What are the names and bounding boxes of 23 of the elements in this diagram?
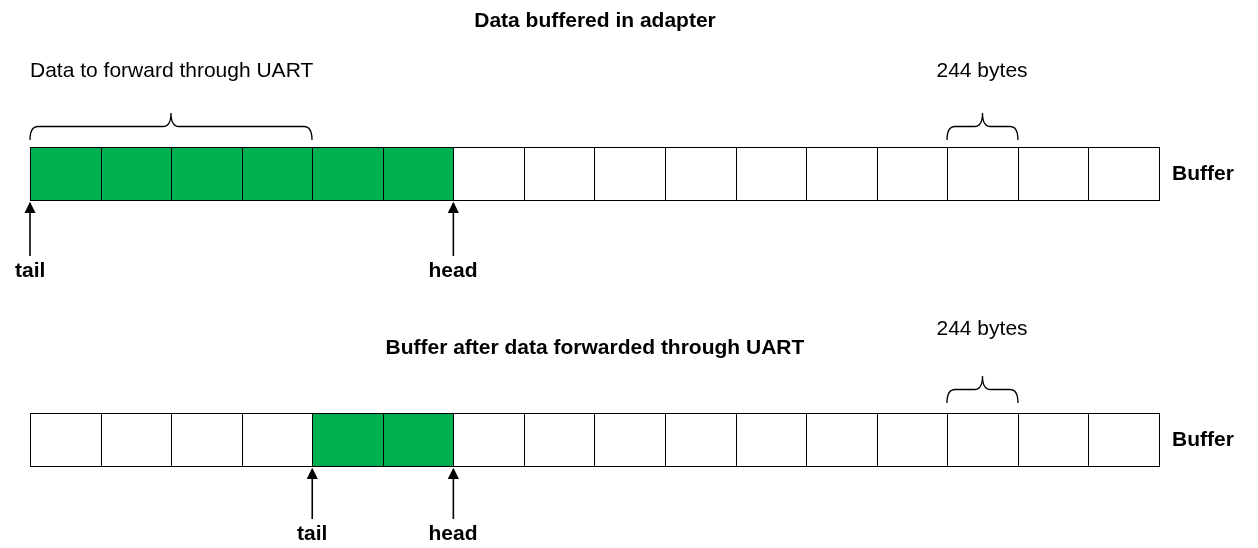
section-heading: Buffer after data forwarded through UART xyxy=(385,335,805,359)
filled-buffer-cell xyxy=(30,147,102,201)
pointer-label: head xyxy=(428,258,478,282)
pointer-label: tail xyxy=(297,521,328,545)
filled-buffer-cell xyxy=(171,147,243,201)
filled-buffer-cell xyxy=(100,147,173,201)
brace-label: 244 bytes xyxy=(936,58,1028,82)
filled-buffer-cell xyxy=(382,413,455,467)
pointer-arrow xyxy=(306,467,318,520)
pointer-arrow xyxy=(447,467,459,520)
filled-buffer-cell xyxy=(312,413,384,467)
buffer-label: Buffer xyxy=(1172,161,1234,185)
pointer-arrow xyxy=(24,201,36,257)
brace-label: Data to forward through UART xyxy=(30,58,314,82)
buffer-label: Buffer xyxy=(1172,427,1234,451)
pointer-arrow xyxy=(447,201,459,257)
filled-buffer-cell xyxy=(312,147,384,201)
brace-label: 244 bytes xyxy=(936,316,1028,340)
pointer-label: head xyxy=(428,521,478,545)
filled-buffer-cell xyxy=(241,147,314,201)
pointer-label: tail xyxy=(15,258,46,282)
diagram-title: Data buffered in adapter xyxy=(473,8,717,32)
filled-buffer-cell xyxy=(382,147,455,201)
